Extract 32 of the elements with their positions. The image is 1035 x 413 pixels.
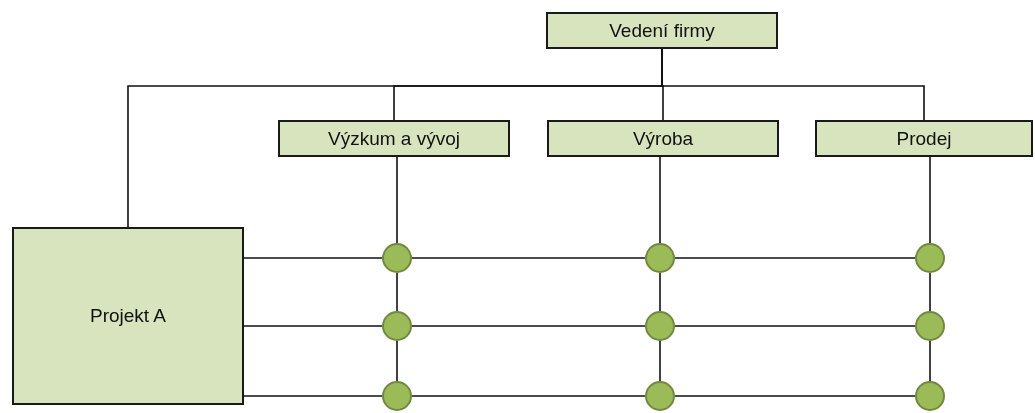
connector-line [659, 272, 661, 312]
matrix-node-circle [382, 311, 412, 341]
connector-line [411, 257, 646, 259]
matrix-node-circle [645, 381, 675, 411]
department-box: Výzkum a vývoj [278, 120, 510, 157]
matrix-node-circle [915, 381, 945, 411]
connector-line [243, 395, 383, 397]
connector-line [674, 257, 916, 259]
connector-line [929, 340, 931, 382]
department-box: Prodej [815, 120, 1033, 157]
department-box: Výroba [547, 120, 779, 157]
connector-line [659, 156, 661, 244]
connector-line [396, 156, 398, 244]
matrix-node-circle [915, 311, 945, 341]
connector-line [674, 395, 916, 397]
connector-line [243, 325, 383, 327]
connector-line [243, 257, 383, 259]
connector-line [411, 325, 646, 327]
connector-line [659, 340, 661, 382]
matrix-node-circle [382, 243, 412, 273]
matrix-node-circle [915, 243, 945, 273]
matrix-node-circle [382, 381, 412, 411]
connector-line [929, 272, 931, 312]
management-box: Vedení firmy [546, 12, 778, 49]
connector-line [411, 395, 646, 397]
connector-line [396, 340, 398, 382]
project-box: Projekt A [12, 227, 244, 405]
connector-line [674, 325, 916, 327]
matrix-node-circle [645, 243, 675, 273]
connector-line [396, 272, 398, 312]
matrix-node-circle [645, 311, 675, 341]
connector-line [929, 156, 931, 244]
